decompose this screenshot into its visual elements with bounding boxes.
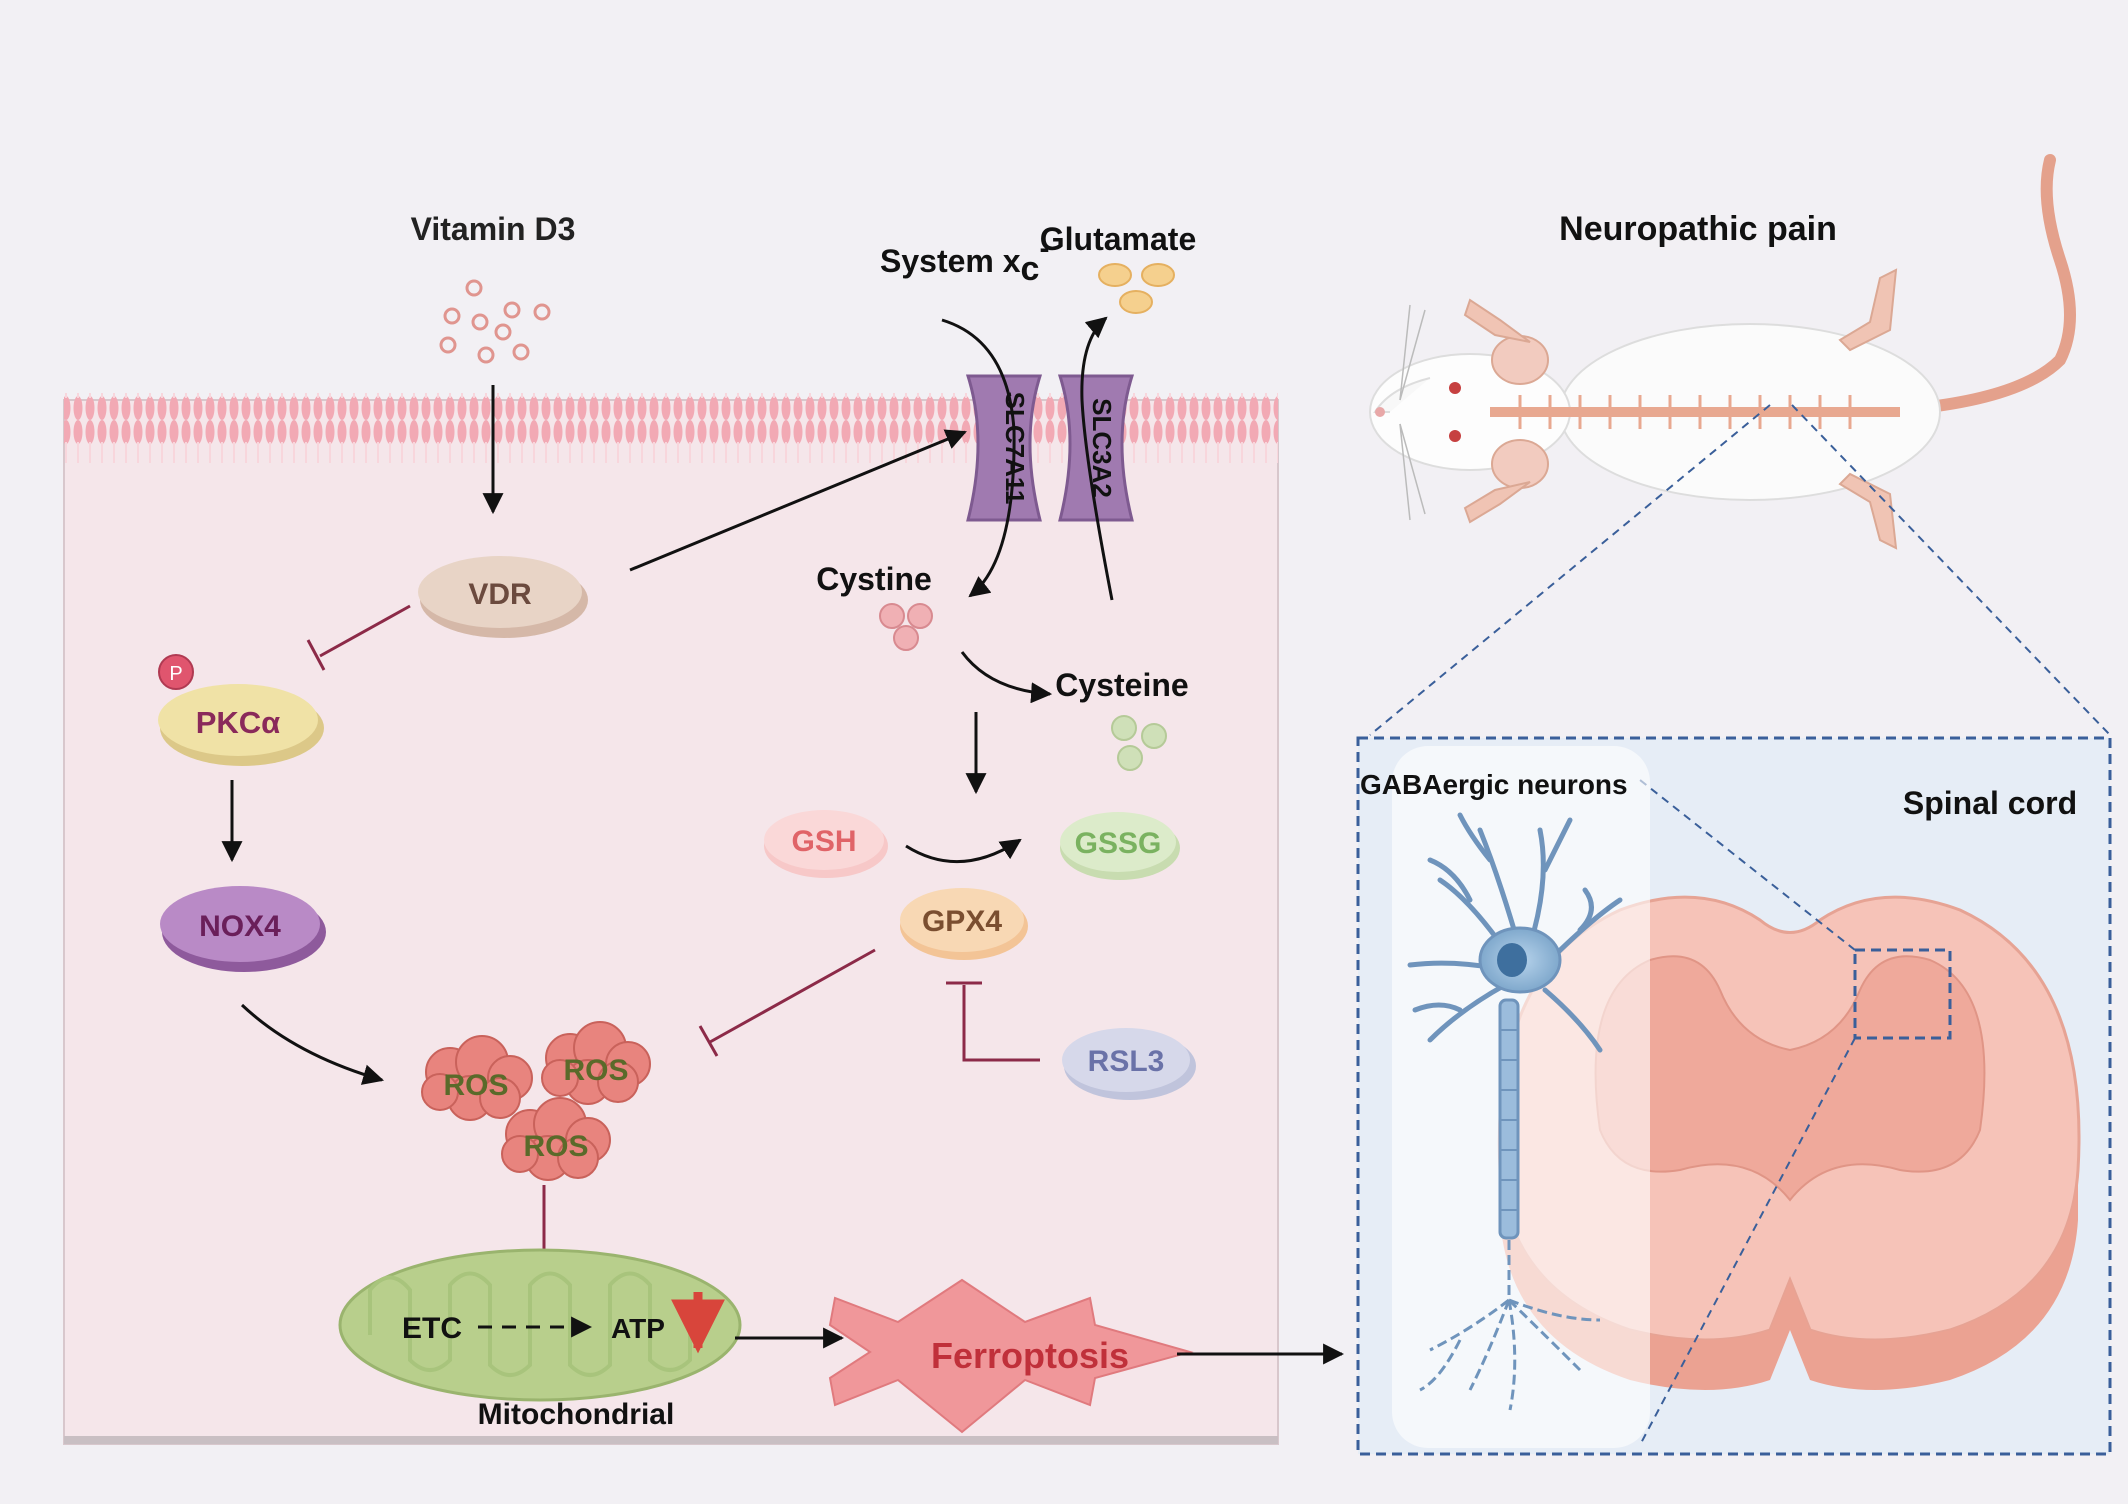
zoom-lines [1369,404,2111,736]
glutamate-label: Glutamate [1040,221,1196,257]
neuropathic-pain-label: Neuropathic pain [1559,210,1837,248]
vitamin-d3-label: Vitamin D3 [411,211,576,247]
rsl3-label: RSL3 [1088,1045,1165,1078]
system-xc-label: System xc- [880,232,1049,288]
nox4-to-ros-arrow [240,1003,385,1085]
ferroptosis-label: Ferroptosis [931,1335,1129,1376]
gssg-label: GSSG [1075,827,1162,860]
gpx4-node [900,888,1028,960]
rat-illustration [1369,154,2076,550]
nox4-node [160,886,326,972]
pkc-label: PKCα [196,705,281,740]
gsh-node [764,810,888,878]
ros-cloud-3 [501,1097,611,1181]
vdr-inhibits-pkc [306,604,411,671]
mito-label: Mitochondrial [478,1398,675,1431]
spinal-cord-label: Spinal cord [1903,785,2077,821]
cysteine-label: Cysteine [1055,667,1188,703]
cystine-in-arrow [941,318,1016,598]
vdr-to-slc7a11-arrow [629,429,967,572]
ros-label-1: ROS [443,1069,508,1102]
ros-cloud-2 [541,1021,651,1105]
atp-label: ATP [611,1313,665,1344]
rsl3-node [1062,1028,1196,1100]
ros-cloud-1 [421,1035,533,1121]
ros-label-3: ROS [523,1130,588,1163]
gaba-neurons-label: GABAergic neurons [1360,769,1628,800]
neuron-highlight-panel [1392,746,1650,1448]
gaba-neuron [1407,812,1623,1411]
phospho-badge: P [158,654,194,690]
gpx4-label: GPX4 [922,905,1002,938]
ferroptosis-burst [828,1278,1194,1434]
slc7a11-transporter [965,374,1043,522]
cystine-label: Cystine [816,561,932,597]
dorsal-horn-zoom-box [1853,948,1952,1040]
vdr-label: VDR [468,578,532,611]
cystine-to-cysteine-arrow [960,651,1053,704]
gsh-label: GSH [791,825,856,858]
cystine-molecules [879,603,933,651]
gssg-node [1060,812,1180,880]
ros-label-2: ROS [563,1054,628,1087]
nox4-label: NOX4 [199,910,281,943]
mitochondrion [338,1248,742,1402]
slc3a2-transporter [1057,374,1135,522]
vitamin-d3-molecules [439,279,551,364]
glutamate-out-arrow [1080,316,1114,601]
svg-text:P: P [169,663,182,685]
vdr-node [418,556,588,638]
etc-label: ETC [402,1312,462,1345]
glutamate-molecules [1098,263,1175,314]
gsh-to-gssg-arrow [905,838,1022,863]
gpx4-inhibits-ros [698,948,876,1057]
pkc-node [158,684,324,766]
neuron-zoom-lines [1639,779,1856,1446]
cysteine-molecules [1111,715,1167,771]
rsl3-inhibits-gpx4 [946,981,1040,1062]
